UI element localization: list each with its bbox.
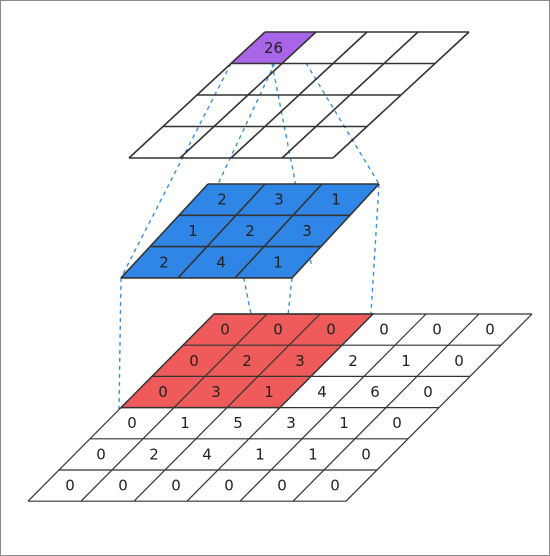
output-grid-line [281,31,419,159]
input-cell [205,345,289,377]
input-value: 5 [233,414,243,432]
kernel-grid-line [234,183,323,279]
input-value: 4 [317,383,327,401]
kernel-cell [264,215,350,247]
output-cell [350,64,435,96]
input-value: 0 [158,383,168,401]
input-value: 0 [432,321,442,339]
input-value: 4 [202,445,212,463]
input-cell [174,376,258,408]
input-value: 0 [171,477,181,495]
output-grid-line [230,31,368,159]
input-value: 2 [242,352,252,370]
output-cell [231,127,316,159]
kernel-value: 2 [217,191,227,209]
input-value: 0 [118,477,128,495]
kernel-value: 1 [273,253,283,271]
output-grid-line [128,31,266,159]
input-value: 3 [295,352,305,370]
kernel-grid-line [291,183,380,279]
output-cell [333,32,418,64]
input-value: 2 [348,352,358,370]
input-cell [121,376,205,408]
connector-line [217,62,276,185]
input-value: 3 [286,414,296,432]
output-grid-line [179,31,317,159]
input-cell [258,345,342,377]
kernel-value: 3 [274,191,284,209]
input-value: 0 [96,445,106,463]
input-value: 6 [370,383,380,401]
output-cell [129,127,214,159]
connector-line [271,63,313,269]
input-grid-line [239,313,427,502]
connector-line [120,63,232,279]
connector-line [370,183,380,315]
kernel-value: 2 [159,253,169,271]
input-value: 0 [220,321,230,339]
input-value: 0 [273,321,283,339]
output-grid-line [332,31,470,159]
kernel-cell [236,184,322,216]
input-value: 3 [211,383,221,401]
output-cell [163,95,248,127]
connector-line [305,62,380,185]
output-cell [231,32,316,64]
kernel-grid-line [120,183,209,279]
kernel-value: 1 [188,222,198,240]
output-cell [214,95,299,127]
input-value: 1 [255,445,265,463]
input-value: 1 [264,383,274,401]
output-cell [180,127,265,159]
kernel-value: 1 [331,191,341,209]
kernel-cell [121,246,207,278]
input-value: 0 [423,383,433,401]
connector-line [118,277,122,410]
input-value: 0 [65,477,75,495]
input-value: 1 [308,445,318,463]
input-grid-line [345,313,533,502]
input-value: 0 [485,321,495,339]
input-cell [236,314,320,346]
input-value: 0 [224,477,234,495]
input-value: 0 [127,414,137,432]
input-value: 1 [339,414,349,432]
kernel-cell [150,215,236,247]
kernel-cell [179,184,265,216]
kernel-grid-line [177,183,266,279]
input-cell [183,314,267,346]
kernel-value: 2 [245,222,255,240]
kernel-cell [178,246,264,278]
receptive-field-outline [119,313,375,409]
output-cell [384,32,469,64]
input-cell [152,345,236,377]
output-cell [265,95,350,127]
input-value: 0 [330,477,340,495]
input-value: 0 [326,321,336,339]
kernel-value: 4 [216,253,226,271]
input-value: 0 [277,477,287,495]
output-value: 26 [264,39,283,57]
input-value: 1 [401,352,411,370]
input-value: 0 [392,414,402,432]
output-cell [248,64,333,96]
input-value: 0 [379,321,389,339]
input-value: 0 [189,352,199,370]
kernel-value: 3 [302,222,312,240]
input-value: 0 [454,352,464,370]
output-cell [299,64,384,96]
input-cell [289,314,373,346]
input-grid-line [292,313,480,502]
input-value: 2 [149,445,159,463]
input-value: 0 [361,445,371,463]
output-cell [197,64,282,96]
output-cell [282,127,367,159]
kernel-cell [293,184,379,216]
kernel-cell [207,215,293,247]
kernel-cell [235,246,321,278]
input-cell [227,376,311,408]
input-value: 1 [180,414,190,432]
